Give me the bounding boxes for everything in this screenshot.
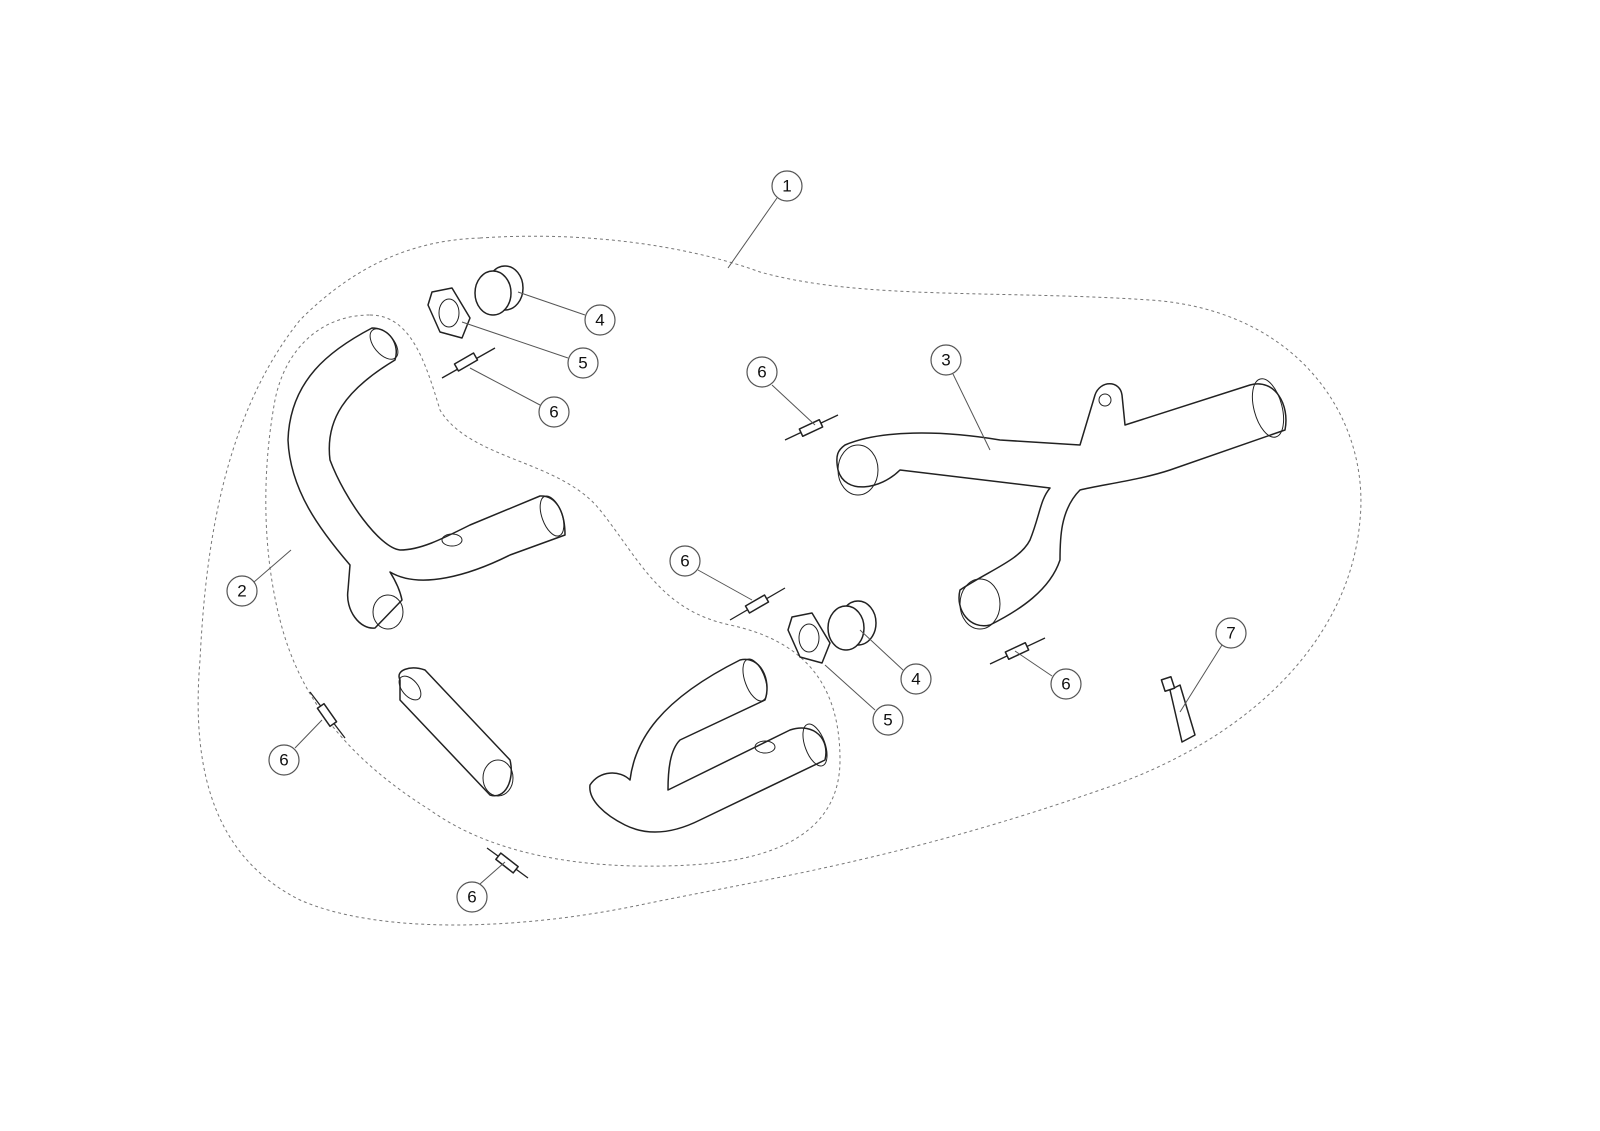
callout-2: 2 (226, 575, 258, 607)
header-pipe-rear (589, 658, 828, 833)
svg-text:6: 6 (680, 552, 689, 571)
svg-text:5: 5 (578, 354, 587, 373)
callout-6: 6 (669, 545, 701, 577)
callout-7: 7 (1215, 617, 1247, 649)
spring (989, 637, 1046, 665)
svg-text:6: 6 (1061, 675, 1070, 694)
spring (784, 414, 839, 441)
callout-6: 6 (1050, 668, 1082, 700)
callout-6: 6 (538, 396, 570, 428)
y-link-pipe (836, 378, 1287, 630)
callout-4: 4 (900, 663, 932, 695)
gasket-ring-upper (474, 265, 524, 316)
svg-text:2: 2 (237, 582, 246, 601)
callout-5: 5 (872, 704, 904, 736)
header-pipe-front (287, 327, 566, 630)
svg-text:5: 5 (883, 711, 892, 730)
svg-text:6: 6 (467, 888, 476, 907)
gasket-ring-lower (827, 600, 877, 651)
header-assembly-outline (265, 314, 841, 867)
spring (309, 691, 346, 739)
callout-6: 6 (456, 881, 488, 913)
callout-5: 5 (567, 347, 599, 379)
svg-text:1: 1 (782, 177, 791, 196)
sealant-tube (1160, 675, 1196, 743)
svg-text:3: 3 (941, 351, 950, 370)
svg-text:4: 4 (595, 311, 604, 330)
callout-6: 6 (746, 356, 778, 388)
callout-3: 3 (930, 344, 962, 376)
svg-text:6: 6 (279, 751, 288, 770)
mid-pipe (398, 667, 514, 797)
svg-text:4: 4 (911, 670, 920, 689)
callout-1: 1 (771, 170, 803, 202)
svg-text:6: 6 (549, 403, 558, 422)
flange-lower (787, 612, 831, 664)
spring (486, 847, 529, 879)
svg-text:7: 7 (1226, 624, 1235, 643)
leader-lines (253, 197, 1223, 885)
spring (729, 587, 786, 621)
callout-6: 6 (268, 744, 300, 776)
callout-4: 4 (584, 304, 616, 336)
spring (441, 347, 496, 379)
flange-upper (427, 287, 471, 339)
kit-outline (197, 235, 1362, 926)
svg-text:6: 6 (757, 363, 766, 382)
